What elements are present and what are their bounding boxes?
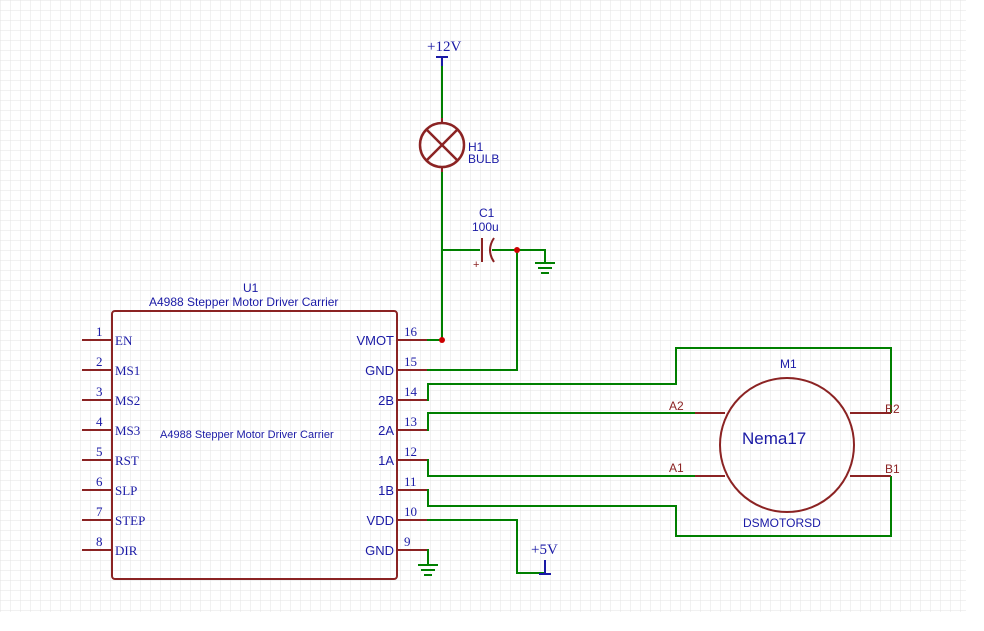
pin-name: SLP — [115, 483, 137, 498]
u1-ref: U1 — [243, 281, 259, 295]
ground-symbol-gnd9 — [418, 564, 438, 576]
pin-name: RST — [115, 453, 139, 468]
capacitor-ref: C1 — [479, 206, 495, 220]
motor-pin-a1: A1 — [669, 461, 684, 475]
motor-body — [719, 377, 855, 513]
u1-right-pin[interactable]: 14 2B — [378, 384, 427, 408]
u1-left-pin[interactable]: 1EN — [82, 324, 133, 348]
pin-name: MS1 — [115, 363, 140, 378]
capacitor-value: 100u — [472, 220, 499, 234]
pin-name: VDD — [367, 513, 394, 528]
motor-footprint: DSMOTORSD — [743, 516, 821, 530]
u1-right-pin[interactable]: 11 1B — [378, 474, 427, 498]
power-5v-label: +5V — [531, 542, 558, 558]
junction-dot-vmot — [439, 337, 445, 343]
u1-title: A4988 Stepper Motor Driver Carrier — [149, 295, 338, 309]
pin-number: 4 — [96, 414, 103, 429]
wire-gnd15 — [402, 250, 518, 371]
u1-body-label: A4988 Stepper Motor Driver Carrier — [160, 429, 334, 441]
pin-number: 9 — [404, 534, 411, 549]
pin-number: 6 — [96, 474, 103, 489]
u1-driver[interactable]: U1 A4988 Stepper Motor Driver Carrier A4… — [82, 281, 427, 580]
pin-name: GND — [365, 543, 394, 558]
pin-name: 2B — [378, 393, 394, 408]
wire-1b — [402, 476, 892, 537]
pin-number: 7 — [96, 504, 103, 519]
pin-number: 5 — [96, 444, 103, 459]
pin-name: MS2 — [115, 393, 140, 408]
pin-number: 13 — [404, 414, 417, 429]
pin-number: 11 — [404, 474, 417, 489]
pin-number: 3 — [96, 384, 103, 399]
power-12v-label: +12V — [427, 39, 461, 55]
bulb-h1[interactable]: H1 BULB — [418, 118, 499, 172]
motor-pin-a2: A2 — [669, 399, 684, 413]
u1-right-pin[interactable]: 12 1A — [378, 444, 427, 468]
pin-name: MS3 — [115, 423, 140, 438]
pin-number: 12 — [404, 444, 417, 459]
capacitor-c1[interactable]: + C1 100u — [472, 206, 499, 271]
pin-number: 16 — [404, 324, 418, 339]
pin-number: 15 — [404, 354, 417, 369]
pin-name: 2A — [378, 423, 394, 438]
pin-name: 1B — [378, 483, 394, 498]
power-5v-symbol: +5V — [531, 542, 558, 575]
bulb-ref: H1 — [468, 140, 484, 154]
motor-pin-b2: B2 — [885, 402, 900, 416]
u1-body — [111, 310, 398, 580]
ground-symbol-cap — [535, 262, 555, 274]
pin-name: STEP — [115, 513, 145, 528]
pin-name: EN — [115, 333, 133, 348]
motor-pin-b1: B1 — [885, 462, 900, 476]
motor-m1[interactable]: M1 Nema17 DSMOTORSD A2 B2 A1 B1 — [669, 357, 900, 530]
u1-right-pin[interactable]: 13 2A — [378, 414, 427, 438]
wire-cap-gnd — [492, 249, 546, 262]
bulb-value: BULB — [468, 152, 499, 166]
power-12v-symbol: +12V — [427, 39, 461, 66]
pin-number: 14 — [404, 384, 418, 399]
motor-ref: M1 — [780, 357, 797, 371]
pin-name: 1A — [378, 453, 394, 468]
pin-number: 1 — [96, 324, 103, 339]
pin-number: 8 — [96, 534, 103, 549]
motor-name: Nema17 — [742, 429, 806, 448]
capacitor-polarity: + — [473, 259, 479, 271]
pin-number: 2 — [96, 354, 103, 369]
pin-name: DIR — [115, 543, 138, 558]
wire-2b — [402, 347, 892, 413]
pin-name: GND — [365, 363, 394, 378]
pin-name: VMOT — [356, 333, 394, 348]
junction-dot-cap — [514, 247, 520, 253]
pin-number: 10 — [404, 504, 417, 519]
